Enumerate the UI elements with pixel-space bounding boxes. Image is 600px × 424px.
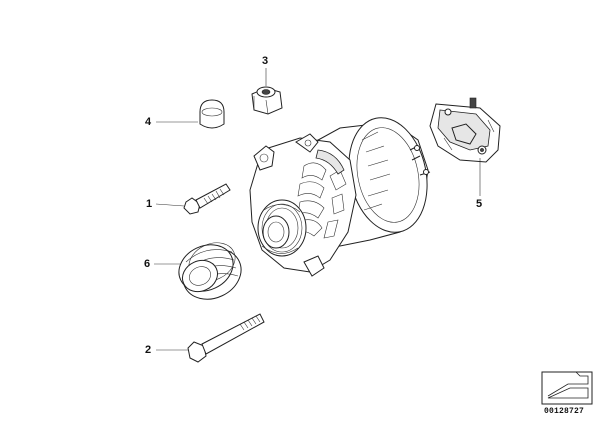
long-bolt bbox=[187, 313, 265, 363]
alternator-body bbox=[249, 117, 431, 277]
callout-6: 6 bbox=[144, 258, 151, 270]
callout-3: 3 bbox=[262, 55, 269, 67]
voltage-regulator bbox=[429, 97, 501, 163]
freewheel-pulley bbox=[178, 242, 242, 300]
callout-1: 1 bbox=[146, 198, 153, 210]
arrow-page-icon[interactable] bbox=[541, 371, 593, 405]
protective-cap bbox=[199, 99, 225, 129]
callout-2: 2 bbox=[145, 344, 152, 356]
hex-nut bbox=[251, 86, 283, 115]
short-bolt bbox=[183, 183, 231, 215]
callout-4: 4 bbox=[145, 116, 152, 128]
diagram-id: 00128727 bbox=[544, 407, 585, 416]
callout-5: 5 bbox=[476, 198, 483, 210]
leader-lines bbox=[154, 68, 481, 351]
